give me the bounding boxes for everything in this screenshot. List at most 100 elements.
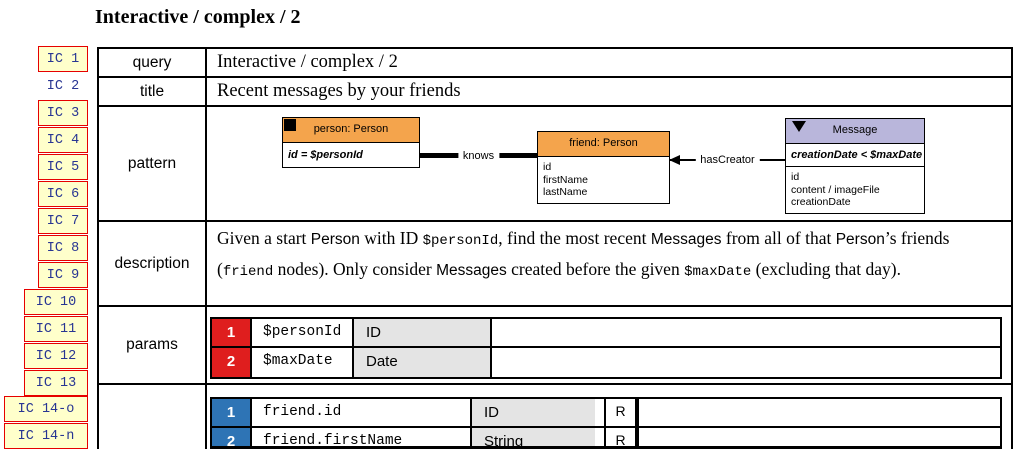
- row-label-results: [99, 385, 207, 449]
- result-row: 2 friend.firstName String R: [212, 428, 1000, 446]
- sidebar-item-ic8[interactable]: IC 8: [38, 235, 88, 261]
- param-row: 2 $maxDate Date: [212, 348, 1000, 377]
- param-name: $maxDate: [252, 348, 354, 377]
- pattern-diagram: person: Person id = $personId knows frie…: [207, 107, 1011, 220]
- sidebar-item-ic2[interactable]: IC 2: [46, 79, 80, 94]
- node-person-header: person: Person: [283, 118, 419, 143]
- param-value-cell: [490, 319, 1000, 346]
- sidebar-item-ic5[interactable]: IC 5: [38, 154, 88, 180]
- node-friend: friend: Person id firstName lastName: [537, 131, 670, 204]
- node-friend-header: friend: Person: [538, 132, 669, 157]
- param-name: $personId: [252, 319, 354, 346]
- results-table: 1 friend.id ID R 2 friend.firstName Stri…: [210, 397, 1002, 449]
- row-label-pattern: pattern: [99, 107, 207, 220]
- row-label-title: title: [99, 78, 207, 105]
- row-query: query Interactive / complex / 2: [99, 49, 1011, 78]
- node-message-title: Message: [832, 124, 878, 136]
- node-message-attrs: id content / imageFile creationDate: [786, 167, 924, 213]
- edge-hascreator: hasCreator: [669, 154, 785, 166]
- desc-seg: created before the given: [506, 258, 685, 279]
- row-description: description Given a start Person with ID…: [99, 222, 1011, 307]
- desc-seg: friend: [222, 263, 274, 280]
- attr-line: firstName: [543, 173, 588, 186]
- description-text: Given a start Person with ID $personId, …: [207, 222, 1011, 286]
- param-number: 2: [212, 348, 252, 377]
- row-title: title Recent messages by your friends: [99, 78, 1011, 107]
- desc-seg: Person: [310, 231, 360, 248]
- result-type: String: [472, 428, 595, 446]
- sidebar-item-ic10[interactable]: IC 10: [24, 289, 88, 315]
- cell-gap: [595, 399, 604, 426]
- edge-hascreator-label: hasCreator: [695, 154, 760, 166]
- node-person: person: Person id = $personId: [282, 117, 420, 168]
- desc-seg: with ID: [359, 228, 423, 248]
- desc-seg: nodes). Only consider: [273, 258, 437, 279]
- sidebar-item-ic3[interactable]: IC 3: [38, 100, 88, 126]
- node-person-constraint: id = $personId: [288, 149, 363, 161]
- result-name: friend.id: [252, 399, 472, 426]
- sidebar-item-ic14o[interactable]: IC 14-o: [4, 396, 88, 422]
- params-table: 1 $personId ID 2 $maxDate Date: [210, 317, 1002, 379]
- attr-line: lastName: [543, 186, 588, 198]
- result-number: 2: [212, 428, 252, 446]
- row-label-query: query: [99, 49, 207, 76]
- node-friend-attrs: id firstName lastName: [538, 157, 669, 203]
- sidebar-item-ic11[interactable]: IC 11: [24, 316, 88, 342]
- node-friend-title: friend: Person: [569, 137, 638, 149]
- desc-seg: (excluding that day).: [751, 258, 901, 279]
- title-value: Recent messages by your friends: [217, 81, 461, 101]
- query-spec-table: query Interactive / complex / 2 title Re…: [97, 47, 1013, 449]
- result-name: friend.firstName: [252, 428, 472, 446]
- result-flag: R: [604, 428, 637, 446]
- desc-seg: ’s friends (: [217, 228, 950, 279]
- result-number: 1: [212, 399, 252, 426]
- sidebar-item-ic13[interactable]: IC 13: [24, 370, 88, 396]
- sidebar-item-ic4[interactable]: IC 4: [38, 127, 88, 153]
- param-row: 1 $personId ID: [212, 319, 1000, 348]
- cell-gap: [595, 428, 604, 446]
- desc-seg: Messages: [436, 261, 507, 279]
- row-pattern: pattern person: Person id = $personId kn…: [99, 107, 1011, 222]
- desc-seg: Person: [835, 231, 885, 248]
- desc-seg: Given a start: [217, 228, 311, 248]
- param-type: ID: [354, 319, 490, 346]
- row-label-params: params: [99, 307, 207, 383]
- attr-line: creationDate: [791, 196, 851, 208]
- row-params: params 1 $personId ID 2 $maxDate Date: [99, 307, 1011, 385]
- sidebar-item-ic1[interactable]: IC 1: [38, 46, 88, 72]
- node-message-constraint: creationDate < $maxDate: [786, 144, 924, 167]
- desc-seg: , find the most recent: [498, 228, 651, 248]
- result-type: ID: [472, 399, 595, 426]
- page-title: Interactive / complex / 2: [95, 6, 301, 28]
- result-flag: R: [604, 399, 637, 426]
- row-results: 1 friend.id ID R 2 friend.firstName Stri…: [99, 385, 1011, 449]
- sidebar-item-ic9[interactable]: IC 9: [38, 262, 88, 288]
- result-value-cell: [637, 428, 1000, 446]
- edge-knows: knows: [420, 149, 537, 162]
- attr-line: content / imageFile: [791, 183, 880, 196]
- node-message: Message creationDate < $maxDate id conte…: [785, 118, 925, 214]
- sidebar-item-ic14n[interactable]: IC 14-n: [4, 423, 88, 449]
- result-row: 1 friend.id ID R: [212, 399, 1000, 428]
- desc-seg: from all of that: [721, 228, 836, 248]
- desc-seg: $maxDate: [684, 263, 752, 280]
- param-value-cell: [490, 348, 1000, 377]
- attr-line: id: [543, 161, 552, 173]
- sidebar-item-ic7[interactable]: IC 7: [38, 208, 88, 234]
- param-type: Date: [354, 348, 490, 377]
- triangle-marker-icon: [792, 121, 806, 132]
- edge-knows-label: knows: [457, 149, 500, 162]
- row-label-description: description: [99, 222, 207, 305]
- result-value-cell: [637, 399, 1000, 426]
- param-number: 1: [212, 319, 252, 346]
- node-person-title: person: Person: [313, 123, 389, 135]
- arrow-left-icon: [669, 155, 680, 165]
- sidebar-item-ic6[interactable]: IC 6: [38, 181, 88, 207]
- query-value: Interactive / complex / 2: [217, 52, 398, 72]
- desc-seg: $personId: [422, 233, 499, 249]
- square-marker-icon: [284, 119, 296, 131]
- node-message-header: Message: [786, 119, 924, 144]
- desc-seg: Messages: [650, 231, 722, 248]
- attr-line: id: [791, 171, 800, 183]
- sidebar-item-ic12[interactable]: IC 12: [24, 343, 88, 369]
